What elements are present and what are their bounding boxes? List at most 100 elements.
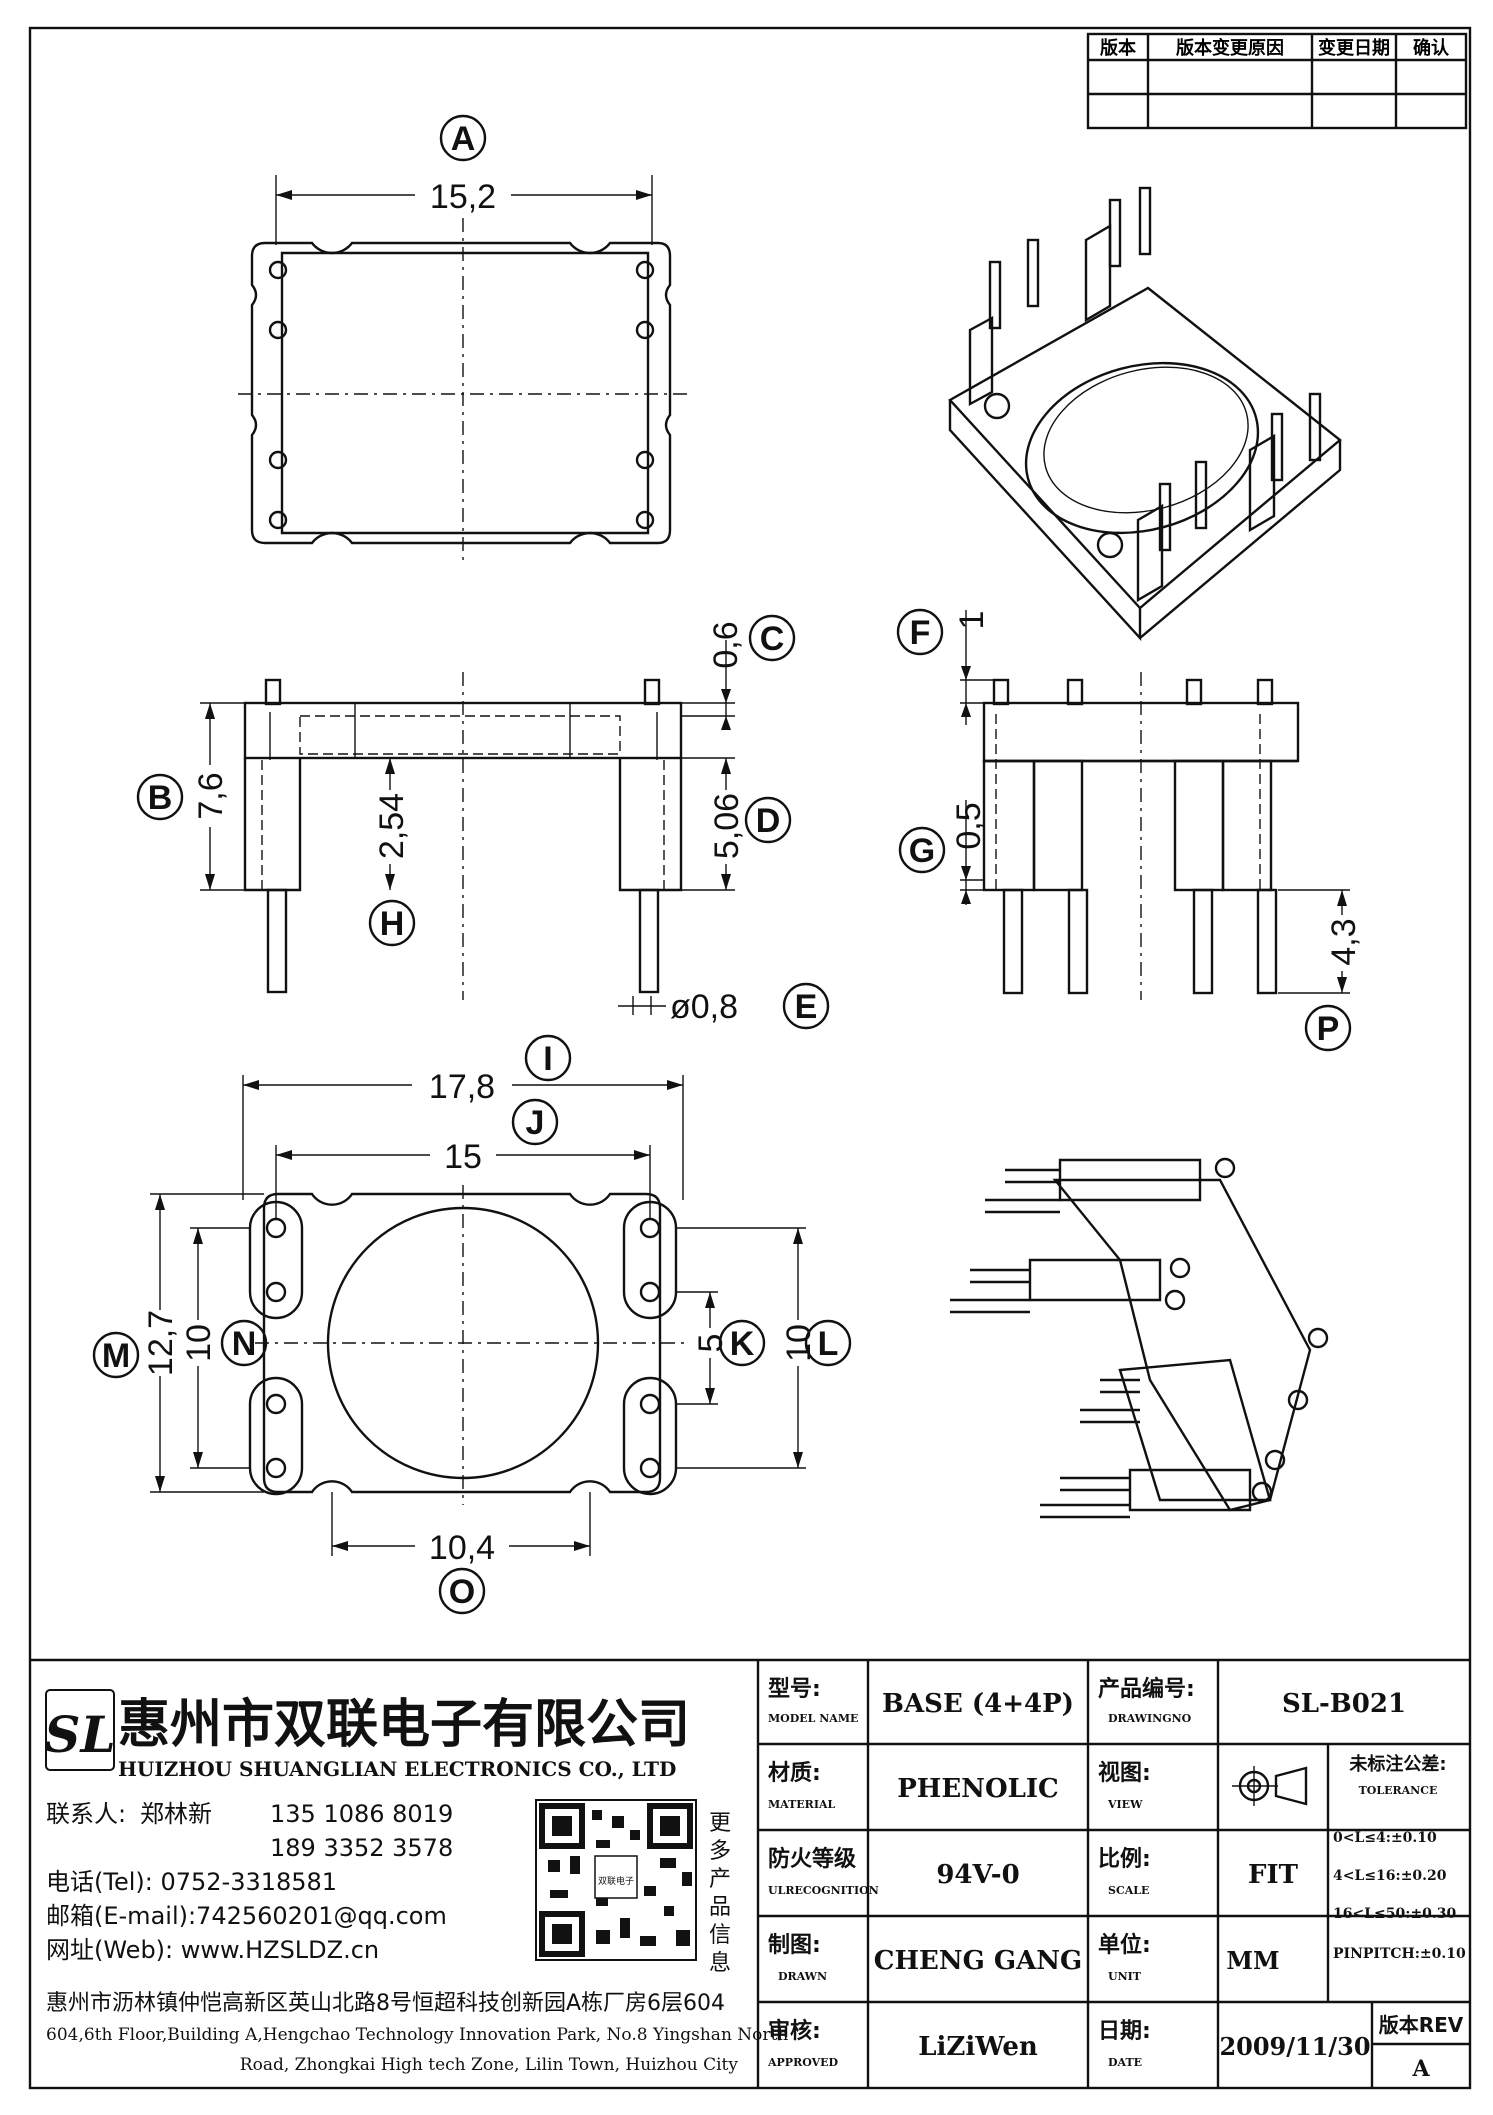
view-label-cn: 视图: — [1098, 1760, 1151, 1786]
web-line: 网址(Web): www.HZSLDZ.cn — [46, 1936, 379, 1964]
drawn-value: CHENG GANG — [874, 1946, 1082, 1976]
fire-label-en: ULRECOGNITION — [768, 1884, 879, 1897]
rev-value: A — [1411, 2056, 1430, 2082]
dim-P-value: 4,3 — [1325, 918, 1363, 965]
isometric-view-top — [948, 186, 1342, 642]
drawingno-label-cn: 产品编号: — [1098, 1676, 1195, 1702]
label-M: M — [102, 1337, 130, 1375]
scale-label-en: SCALE — [1108, 1884, 1149, 1897]
contact-name: 郑林新 — [140, 1800, 212, 1828]
drawingno-value: SL-B021 — [1282, 1689, 1406, 1719]
label-F: F — [910, 614, 931, 652]
address-en-1: 604,6th Floor,Building A,Hengchao Techno… — [46, 2025, 788, 2045]
more-info-6: 息 — [709, 1951, 731, 1976]
label-L: L — [818, 1325, 839, 1363]
fire-value: 94V-0 — [936, 1860, 1019, 1890]
dim-J-value: 15 — [444, 1138, 482, 1176]
tolerance-label-en: TOLERANCE — [1359, 1784, 1438, 1797]
label-O: O — [449, 1573, 475, 1611]
more-info-2: 多 — [709, 1839, 731, 1864]
dim-D-value: 5,06 — [708, 793, 746, 859]
drawn-label-cn: 制图: — [768, 1933, 821, 1958]
unit-label-cn: 单位: — [1098, 1932, 1151, 1958]
dim-E-value: ø0,8 — [670, 988, 738, 1026]
contact-label: 联系人: — [46, 1800, 126, 1828]
label-N: N — [232, 1325, 257, 1363]
qr-code: 双联电子 — [535, 1799, 697, 1961]
dim-M-value: 12,7 — [142, 1310, 180, 1376]
more-info-1: 更 — [709, 1811, 731, 1836]
tolerance-2: 4<L≤16:±0.20 — [1333, 1868, 1447, 1884]
title-block: SL 惠州市双联电子有限公司 HUIZHOU SHUANGLIAN ELECTR… — [30, 1658, 1470, 2088]
label-J: J — [526, 1104, 545, 1142]
projection-symbol-icon — [1232, 1766, 1308, 1806]
unit-label-en: UNIT — [1108, 1970, 1142, 1983]
model-label-cn: 型号: — [768, 1677, 821, 1702]
date-value: 2009/11/30 — [1219, 2032, 1370, 2061]
revision-header-date: 变更日期 — [1318, 37, 1390, 59]
tolerance-3: 16<L≤50:±0.30 — [1333, 1906, 1457, 1922]
dim-L-value: 10 — [780, 1324, 818, 1362]
tolerance-1: 0<L≤4:±0.10 — [1333, 1830, 1437, 1846]
material-value: PHENOLIC — [897, 1774, 1058, 1804]
unit-value: MM — [1226, 1946, 1279, 1975]
address-en-2: Road, Zhongkai High tech Zone, Lilin Tow… — [240, 2055, 739, 2075]
date-label-cn: 日期: — [1098, 2019, 1151, 2044]
revision-header-confirm: 确认 — [1413, 37, 1450, 59]
more-info-5: 信 — [709, 1923, 731, 1948]
dim-G-value: 0,5 — [950, 802, 988, 849]
dim-O-value: 10,4 — [429, 1529, 495, 1567]
label-H: H — [380, 905, 405, 943]
tolerance-label-cn: 未标注公差: — [1349, 1753, 1446, 1775]
dim-A-value: 15,2 — [430, 178, 496, 216]
scale-value: FIT — [1248, 1860, 1299, 1890]
contact-phone-1: 135 1086 8019 — [270, 1800, 453, 1828]
qr-center-label: 双联电子 — [598, 1875, 634, 1887]
tel-line: 电话(Tel): 0752-3318581 — [46, 1868, 337, 1896]
model-value: BASE (4+4P) — [882, 1689, 1074, 1719]
drawingno-label-en: DRAWINGNO — [1108, 1712, 1192, 1725]
material-label-en: MATERIAL — [768, 1798, 836, 1811]
label-A: A — [451, 120, 476, 158]
company-name-cn: 惠州市双联电子有限公司 — [118, 1695, 690, 1755]
date-label-en: DATE — [1108, 2056, 1142, 2069]
dim-F-value: 1 — [953, 611, 991, 630]
bottom-view: 17,8 I 15 J 12,7 M 10 N 5 — [92, 1034, 852, 1615]
more-info-4: 品 — [709, 1895, 731, 1920]
revision-header-reason: 版本变更原因 — [1176, 37, 1284, 59]
company-logo — [45, 1689, 115, 1771]
top-view: 15,2 A — [238, 114, 690, 565]
company-name-en: HUIZHOU SHUANGLIAN ELECTRONICS CO., LTD — [118, 1757, 676, 1781]
view-label-en: VIEW — [1107, 1798, 1143, 1811]
dim-N-value: 10 — [180, 1324, 218, 1362]
approved-value: LiZiWen — [918, 2032, 1038, 2062]
fire-label-cn: 防火等级 — [768, 1846, 856, 1872]
approved-label-en: APPROVED — [767, 2056, 839, 2069]
revision-header-version: 版本 — [1100, 37, 1136, 59]
dim-C-value: 0,6 — [707, 621, 745, 668]
label-P: P — [1317, 1010, 1340, 1048]
scale-label-cn: 比例: — [1098, 1847, 1151, 1872]
label-I: I — [543, 1040, 552, 1078]
approved-label-cn: 审核: — [768, 2018, 821, 2044]
label-E: E — [795, 988, 818, 1026]
isometric-view-bottom — [950, 1157, 1329, 1519]
label-K: K — [730, 1325, 755, 1363]
dim-K-value: 5 — [692, 1334, 730, 1353]
company-logo-text: SL — [44, 1705, 115, 1764]
side-view: 1 F 0,5 G 4,3 P — [896, 608, 1363, 1052]
more-info-3: 产 — [709, 1867, 731, 1892]
material-label-cn: 材质: — [768, 1761, 821, 1786]
sheet-border — [28, 26, 1472, 2090]
contact-phone-2: 189 3352 3578 — [270, 1834, 453, 1862]
label-B: B — [148, 779, 173, 817]
front-view: 7,6 B 0,6 C 5,06 D 2,54 H ø0,8 E — [136, 614, 830, 1030]
label-G: G — [909, 832, 935, 870]
rev-label: 版本REV — [1379, 2013, 1464, 2037]
revision-table: 版本 版本变更原因 变更日期 确认 — [1086, 32, 1468, 130]
tolerance-4: PINPITCH:±0.10 — [1333, 1946, 1466, 1962]
dim-B-value: 7,6 — [192, 772, 230, 819]
address-cn: 惠州市沥林镇仲恺高新区英山北路8号恒超科技创新园A栋厂房6层604 — [46, 1991, 725, 2016]
label-D: D — [756, 802, 781, 840]
